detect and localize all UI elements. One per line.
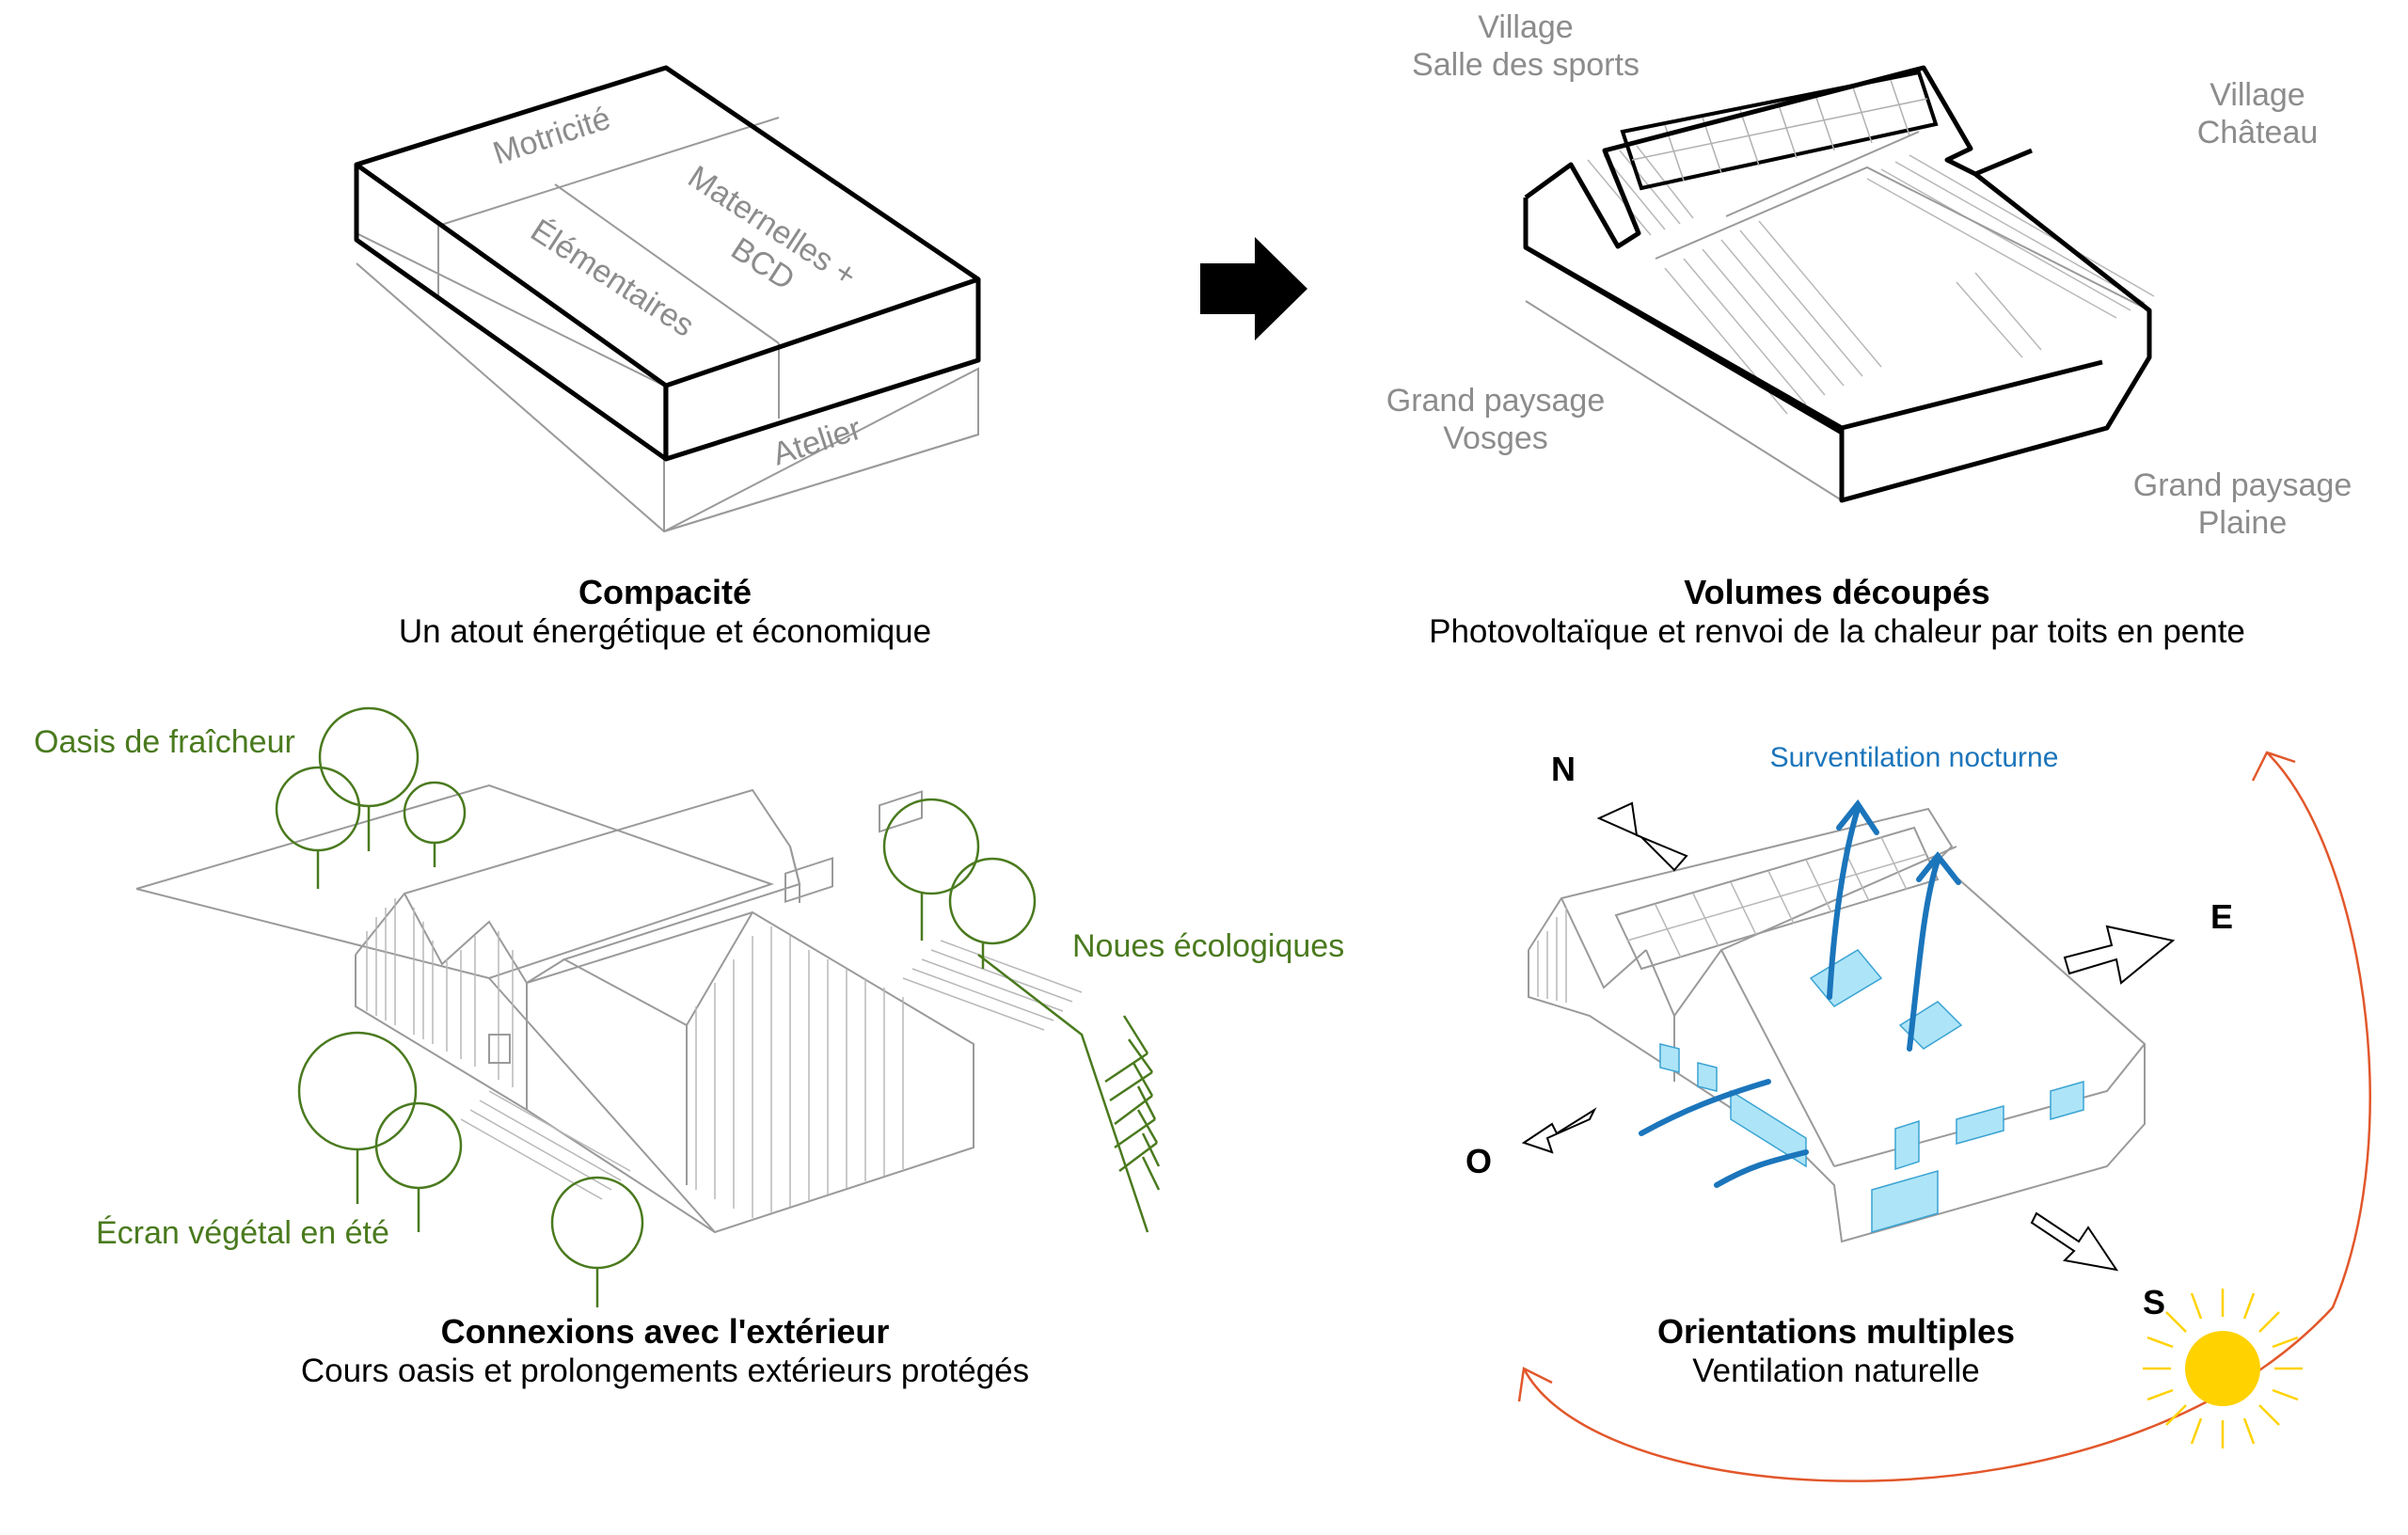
sun-icon: [2143, 1289, 2303, 1448]
elementaires-label: Élémentaires: [524, 213, 700, 344]
compass-e: E: [2210, 897, 2233, 936]
orientations-title: Orientations multiples: [1657, 1312, 2015, 1351]
motricite-label: Motricité: [489, 101, 615, 172]
volumes-title: Volumes découpés: [1684, 573, 1989, 611]
surventilation-label: Surventilation nocturne: [1770, 742, 2059, 773]
ecran-label: Écran végétal en été: [96, 1215, 389, 1251]
vosges-label-2: Vosges: [1443, 420, 1548, 456]
compacite-block: [354, 65, 981, 533]
sun-path-arc: [1522, 752, 2371, 1482]
orientations-subtitle: Ventilation naturelle: [1692, 1353, 1980, 1389]
connexions-building: [135, 783, 1083, 1234]
connexions-title: Connexions avec l'extérieur: [441, 1312, 890, 1351]
airflow-arrows: [1639, 799, 1961, 1188]
plaine-label-2: Plaine: [2198, 505, 2288, 541]
plaine-label-1: Grand paysage: [2133, 467, 2353, 503]
volumes-block: [1523, 65, 2155, 503]
compass-o: O: [1465, 1142, 1492, 1180]
village-chateau-label-1: Village: [2210, 77, 2305, 113]
north-arrow-icon: [1596, 801, 1688, 872]
wind-arrows: [1521, 801, 2176, 1272]
compass-s: S: [2143, 1283, 2165, 1321]
oasis-label: Oasis de fraîcheur: [34, 724, 295, 760]
right-arrow-icon: [1200, 237, 1307, 340]
noues-label: Noues écologiques: [1072, 928, 1344, 964]
village-sports-label-2: Salle des sports: [1412, 47, 1640, 83]
connexions-subtitle: Cours oasis et prolongements extérieurs …: [301, 1353, 1029, 1389]
vosges-label-1: Grand paysage: [1386, 383, 1606, 419]
orientations-building: [1528, 807, 2146, 1243]
compacite-title: Compacité: [578, 573, 752, 611]
compacite-subtitle: Un atout énergétique et économique: [399, 613, 931, 650]
village-chateau-label-2: Château: [2197, 115, 2319, 150]
volumes-subtitle: Photovoltaïque et renvoi de la chaleur p…: [1429, 613, 2245, 650]
compass-n: N: [1551, 750, 1576, 788]
village-sports-label-1: Village: [1478, 9, 1573, 45]
trees-group: [275, 706, 1161, 1307]
